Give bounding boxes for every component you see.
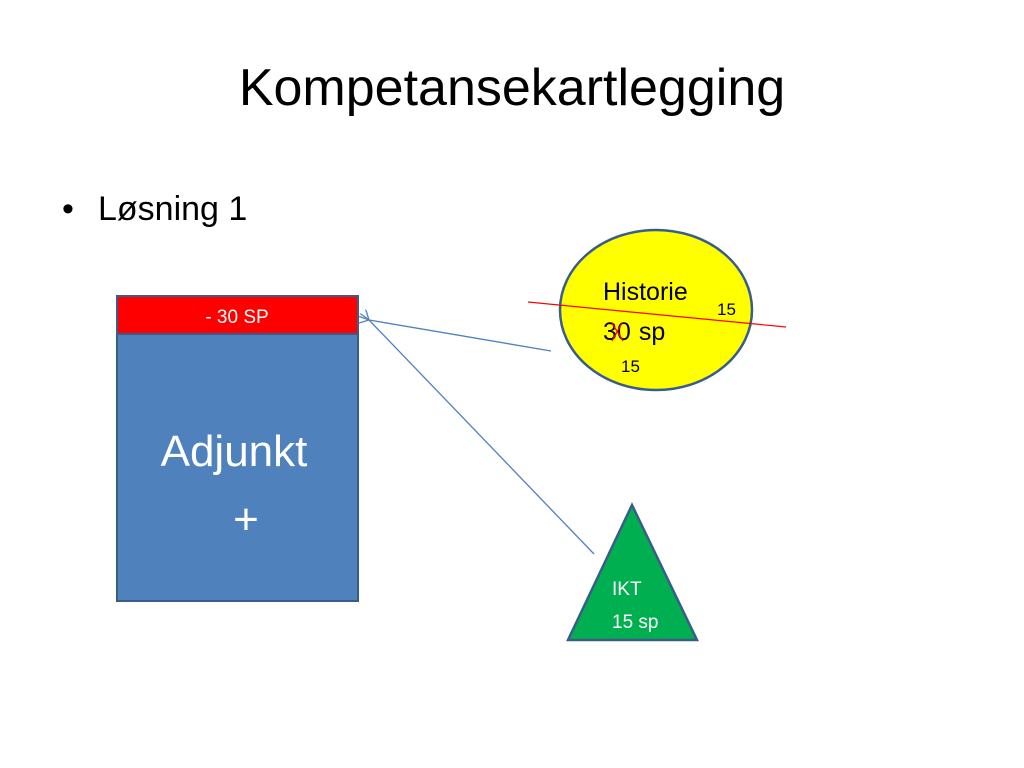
historie-annotation-top: 15 [717, 300, 736, 319]
bullet-marker: • [62, 190, 74, 228]
adjunkt-header-label: - 30 SP [205, 307, 268, 328]
historie-label: Historie [603, 278, 688, 306]
adjunkt-label: Adjunkt [161, 427, 308, 476]
adjunkt-box: - 30 SP Adjunkt + [116, 295, 359, 602]
arrow-historie-to-adjunkt [369, 320, 552, 352]
adjunkt-header [118, 297, 357, 334]
bullet-text: Løsning 1 [98, 190, 248, 228]
historie-credits-unit: sp [639, 318, 665, 346]
ikt-label: IKT [612, 579, 642, 600]
historie-annotation-bottom: 15 [621, 357, 640, 376]
historie-strike-mark [611, 322, 624, 342]
adjunkt-body [116, 295, 359, 602]
arrow-ikt-to-adjunkt [369, 320, 595, 555]
bullet-item: • Løsning 1 [62, 190, 247, 229]
historie-ellipse-shape [558, 228, 754, 392]
ikt-credits: 15 sp [612, 612, 658, 633]
ikt-triangle: IKT 15 sp [566, 502, 699, 642]
slide-title: Kompetansekartlegging [238, 59, 786, 117]
ikt-triangle-shape [566, 502, 699, 642]
historie-strike-line [527, 301, 787, 328]
adjunkt-plus: + [233, 495, 259, 544]
